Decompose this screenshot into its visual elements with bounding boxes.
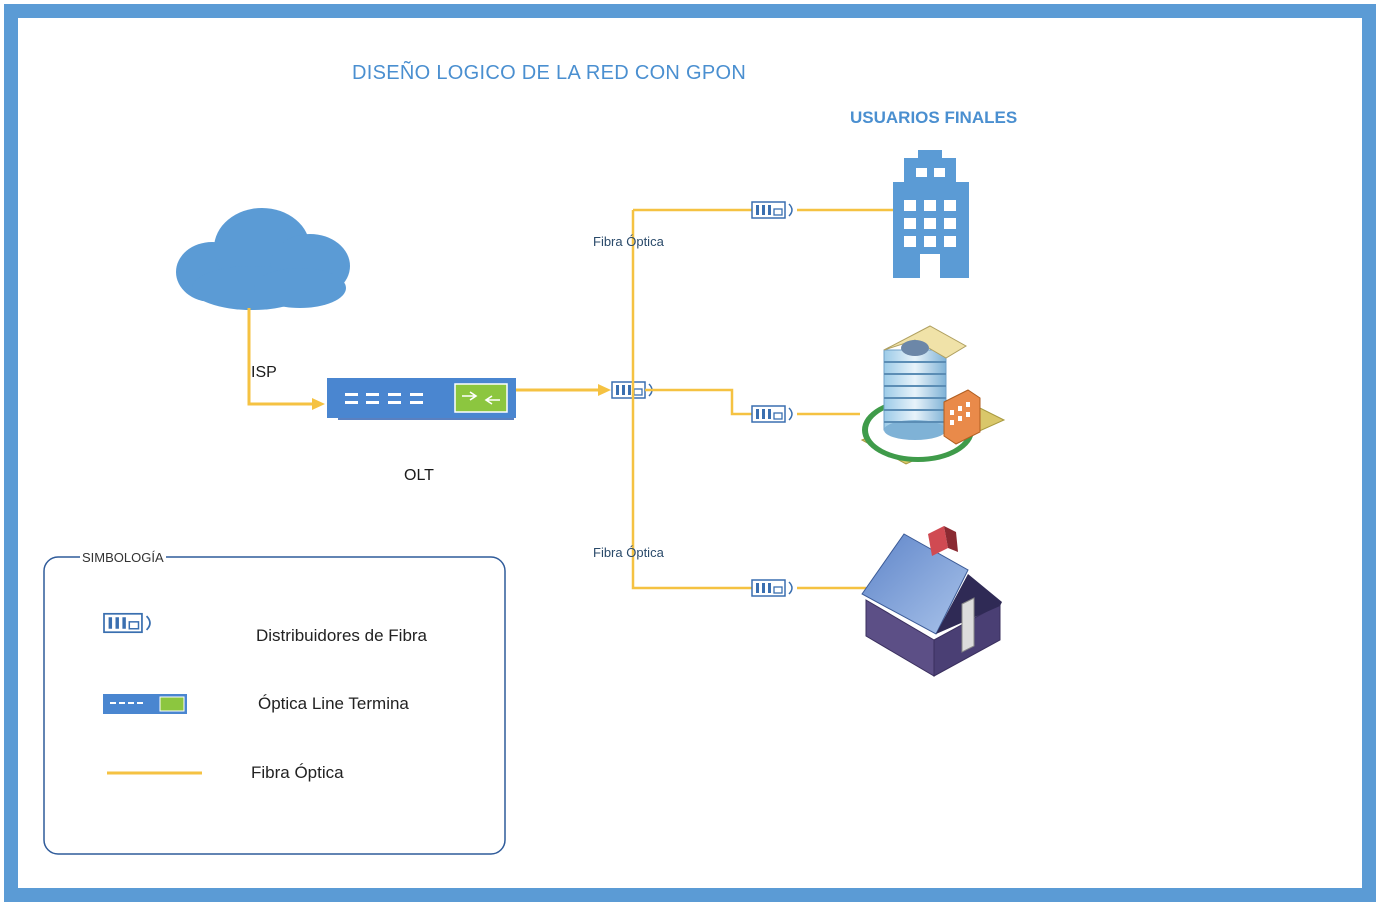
legend-label-distributor: Distribuidores de Fibra	[256, 626, 428, 645]
fiber-distributor-icon	[751, 405, 793, 423]
legend-box	[43, 556, 506, 855]
office-building-icon	[893, 150, 969, 278]
cloud-icon	[176, 208, 350, 310]
isp-label: ISP	[251, 364, 277, 381]
house-icon	[861, 526, 1002, 677]
corporate-building-icon	[860, 325, 1006, 465]
outer-frame	[4, 4, 1376, 902]
isp-fiber-line	[247, 308, 315, 406]
diagram-title: DISEÑO LOGICO DE LA RED CON GPON	[352, 62, 747, 84]
fiber-branches	[631, 208, 893, 590]
olt-label: OLT	[404, 467, 434, 484]
fiber-label-bottom: Fibra Óptica	[593, 545, 664, 560]
isp-arrow-icon	[312, 398, 325, 410]
legend-title: SIMBOLOGÍA	[80, 550, 166, 565]
legend-label-olt: Óptica Line Termina	[258, 694, 409, 713]
legend-distributor-icon	[103, 612, 151, 634]
fiber-distributor-icon	[751, 579, 793, 597]
legend-olt-icon	[103, 694, 187, 714]
legend-label-fiber: Fibra Óptica	[251, 763, 344, 782]
fiber-label-top: Fibra Óptica	[593, 234, 664, 249]
olt-device-icon	[327, 378, 516, 420]
splitter-arrow-icon	[598, 384, 611, 396]
fiber-distributor-icon	[751, 201, 793, 219]
end-users-heading: USUARIOS FINALES	[850, 108, 1018, 127]
